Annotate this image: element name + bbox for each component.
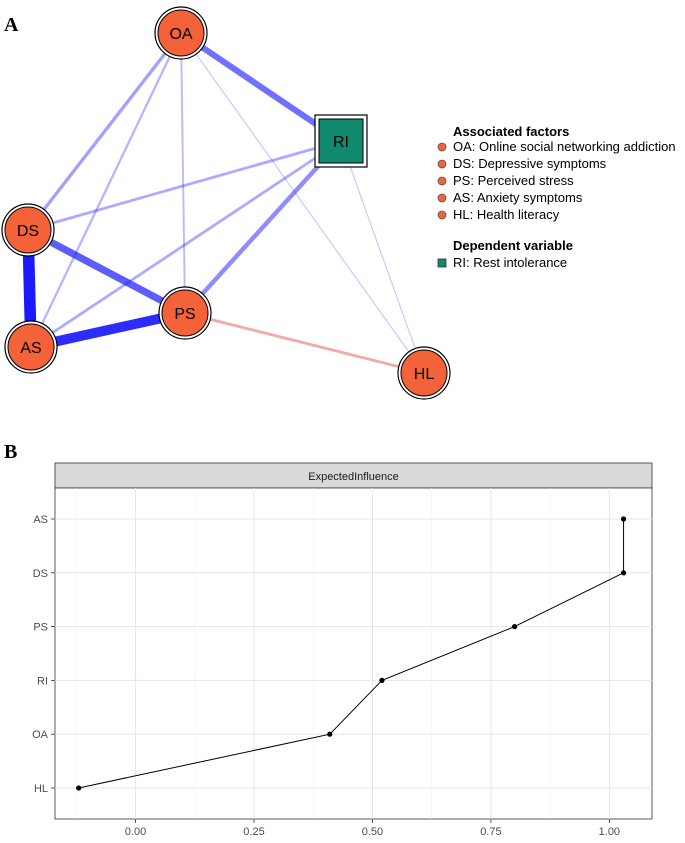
legend-associated-items: OA: Online social networking addictionDS… [437, 139, 676, 222]
node-label: OA [169, 26, 192, 43]
node-fill [400, 349, 448, 397]
node-fill [7, 323, 55, 371]
network-nodes: OA RI DS AS PS HL [1, 6, 451, 400]
node-ds: DS [1, 203, 55, 257]
legend-circle-icon [437, 159, 447, 169]
legend-item: PS: Perceived stress [453, 173, 574, 188]
node-fill [157, 9, 205, 57]
y-axis-ticks: HL OA RI PS DS AS [32, 514, 55, 795]
node-hl: HL [397, 346, 451, 400]
legend-item: AS: Anxiety symptoms [453, 190, 583, 205]
node-label: HL [414, 366, 435, 383]
edge-ri-hl [340, 140, 425, 374]
legend-item: DS: Depressive symptoms [453, 156, 607, 171]
legend-circle-icon [437, 142, 447, 152]
grid-lines [55, 488, 652, 819]
legend-circle-icon [437, 210, 447, 220]
node-ps: PS [158, 286, 212, 340]
series-points [76, 516, 627, 791]
legend-item: HL: Health literacy [453, 207, 560, 222]
edge-ds-ri [27, 139, 342, 232]
node-label: PS [174, 306, 195, 323]
legend: Associated factors OA: Online social net… [437, 124, 676, 270]
point-ri [379, 677, 385, 684]
legend-item: RI: Rest intolerance [453, 255, 567, 270]
panel-a-label: A [4, 14, 19, 36]
network-edges [22, 30, 425, 375]
node-fill [4, 206, 52, 254]
node-label: DS [17, 223, 39, 240]
point-hl [76, 785, 82, 791]
x-tick-label: 0.00 [125, 826, 146, 838]
plot-panel [54, 487, 653, 820]
node-label: AS [20, 340, 41, 357]
point-ps [511, 624, 518, 630]
network-graph: OA RI DS AS PS HL [1, 6, 451, 400]
x-tick-label: 0.50 [362, 826, 383, 838]
x-axis-ticks: 0.00 0.25 0.50 0.75 1.00 [125, 819, 620, 838]
edge-oa-ri [179, 30, 343, 144]
y-tick-label: OA [32, 729, 49, 741]
legend-circle-icon [437, 193, 447, 203]
facet-strip [54, 462, 653, 489]
point-oa [327, 731, 333, 737]
x-tick-label: 1.00 [599, 826, 620, 838]
legend-square-icon [437, 258, 447, 268]
legend-circle-icon [437, 176, 447, 186]
node-fill [161, 289, 209, 337]
point-ds [620, 570, 627, 576]
point-as [620, 516, 627, 522]
legend-item: OA: Online social networking addiction [453, 139, 676, 154]
panel-b-label: B [4, 441, 17, 463]
node-ri: RI [314, 114, 368, 168]
edge-oa-hl [180, 32, 425, 374]
edge-ps-hl [184, 311, 425, 375]
y-tick-label: RI [37, 675, 48, 687]
edge-as-ri [30, 139, 342, 349]
legend-dependent-title: Dependent variable [453, 238, 573, 253]
x-tick-label: 0.75 [480, 826, 501, 838]
legend-associated-title: Associated factors [453, 124, 569, 139]
node-fill [318, 118, 364, 164]
y-tick-label: DS [33, 568, 48, 580]
edge-oa-as [29, 32, 183, 348]
edge-ds-ps [26, 226, 187, 317]
x-tick-label: 0.25 [243, 826, 264, 838]
node-label: RI [333, 134, 349, 151]
node-as: AS [4, 320, 58, 374]
edge-oa-ds [26, 31, 183, 232]
y-tick-label: AS [33, 514, 48, 526]
y-tick-label: HL [34, 783, 48, 795]
node-oa: OA [154, 6, 208, 60]
edge-oa-ps [180, 32, 186, 314]
facet-strip-label: ExpectedInfluence [308, 471, 399, 483]
legend-dependent-items: RI: Rest intolerance [437, 255, 567, 270]
y-tick-label: PS [33, 622, 48, 634]
edge-ps-ri [183, 139, 343, 315]
series-line [78, 519, 625, 789]
